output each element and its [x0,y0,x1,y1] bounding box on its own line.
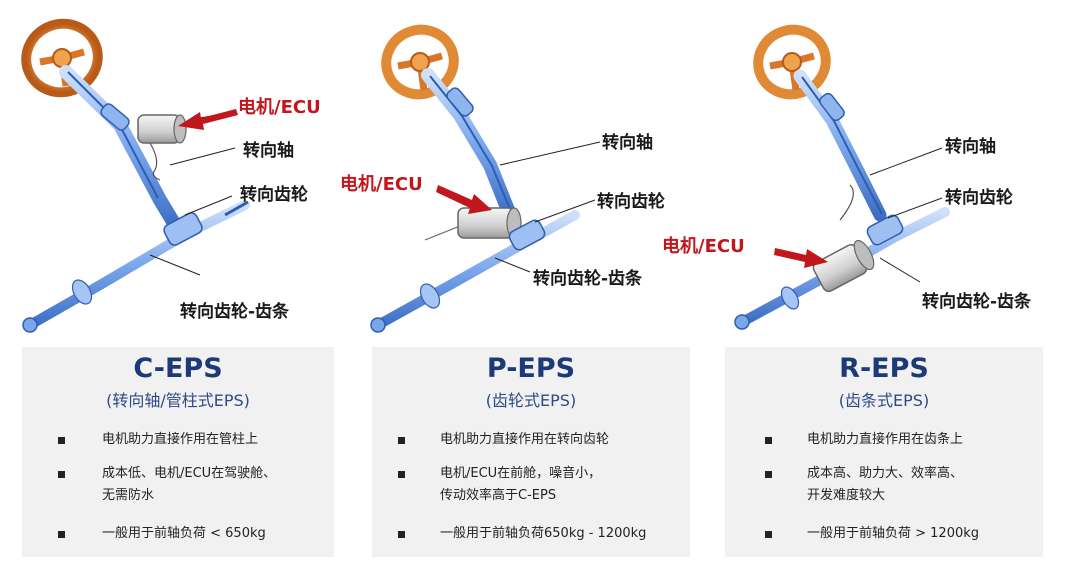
c-eps-callout-pinion: 转向齿轮 [240,185,308,205]
steering-rack [370,210,580,333]
c-eps-callout-motor: 电机/ECU [238,97,321,118]
card-subtitle: (转向轴/管柱式EPS) [106,391,250,410]
steering-column [793,69,887,222]
card-subtitle: (齿轮式EPS) [485,391,577,410]
steering-wheel [381,24,459,100]
p-eps-callout-rack: 转向齿轮-齿条 [533,269,643,289]
r-eps-callout-rack: 转向齿轮-齿条 [922,292,1032,312]
card-title: P-EPS [486,353,576,384]
card-subtitle: (齿条式EPS) [838,391,930,410]
card-title: C-EPS [133,353,223,384]
bullet-square-icon [58,437,65,444]
p-eps-diagram [370,24,601,333]
p-eps-callout-motor: 电机/ECU [340,174,423,195]
r-eps-diagram [734,24,950,330]
steering-wheel [753,24,831,100]
r-eps-card: R-EPS (齿条式EPS) 电机助力直接作用在齿条上 成本高、助力大、效率高、… [725,347,1043,557]
bullet-square-icon [398,531,405,538]
bullet-square-icon [58,531,65,538]
bullet-square-icon [398,471,405,478]
c-eps-callout-shaft: 转向轴 [243,141,294,161]
p-eps-callout-shaft: 转向轴 [602,133,653,153]
steering-rack [22,200,250,333]
card-title: R-EPS [839,353,929,384]
r-eps-callout-pinion: 转向齿轮 [945,188,1013,208]
bullet-square-icon [58,471,65,478]
steering-column [421,68,517,222]
r-eps-callout-motor: 电机/ECU [662,236,745,257]
steering-column [59,65,182,232]
bullet-square-icon [765,437,772,444]
leader-lines [494,141,601,273]
c-eps-diagram [21,18,250,333]
motor-ecu-unit [812,239,875,293]
motor-ecu-unit [137,114,187,181]
c-eps-card: C-EPS (转向轴/管柱式EPS) 电机助力直接作用在管柱上 成本低、电机/E… [22,347,334,557]
bullet-square-icon [765,531,772,538]
motor-callout-arrow [774,248,828,268]
bullet-square-icon [398,437,405,444]
motor-callout-arrow [178,109,238,130]
c-eps-callout-rack: 转向齿轮-齿条 [180,302,290,322]
r-eps-callout-shaft: 转向轴 [945,137,996,157]
bullet-square-icon [765,471,772,478]
motor-callout-arrow [436,185,492,214]
p-eps-card: P-EPS (齿轮式EPS) 电机助力直接作用在转向齿轮 电机/ECU在前舱，噪… [372,347,690,557]
steering-wheel [21,18,103,98]
p-eps-callout-pinion: 转向齿轮 [597,192,665,212]
leader-lines [869,147,943,283]
